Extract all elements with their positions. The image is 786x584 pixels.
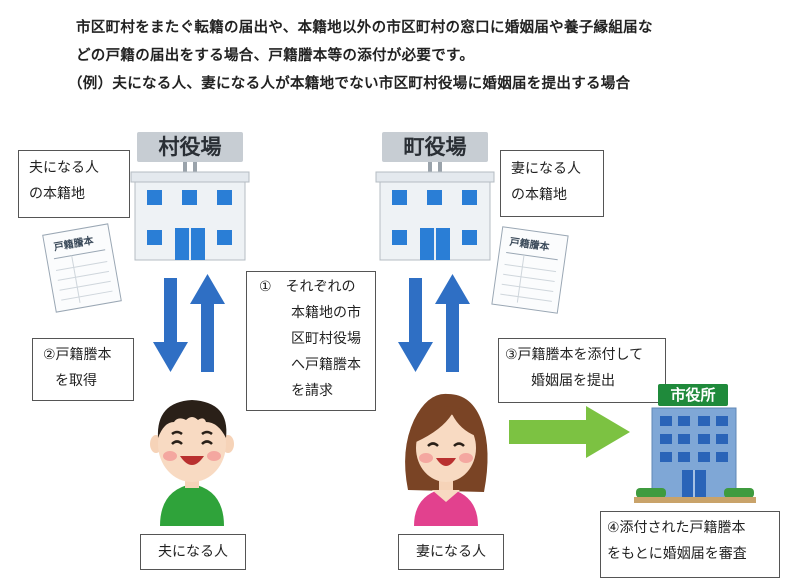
husband-arrows [153,274,225,372]
step4-line1: ④添付された戸籍謄本 [607,520,746,536]
husband-domicile-line2: の本籍地 [29,186,85,202]
wife-label-box: 妻になる人 [398,534,504,570]
step2-line1: ②戸籍謄本 [43,347,112,363]
town-office-sign: 町役場 [382,132,488,162]
step3-line2: 婚姻届を提出 [531,373,615,389]
wife-domicile-line1: 妻になる人 [511,161,581,177]
village-office-icon [130,162,250,261]
village-office-sign: 村役場 [137,132,243,162]
wife-arrows [398,274,470,372]
step3-box: ③戸籍謄本を添付して 婚姻届を提出 [498,338,666,403]
arrow-up-icon [190,274,225,372]
step2-line2: を取得 [55,373,97,389]
example-line: （例）夫になる人、妻になる人が本籍地でない市区町村役場に婚姻届を提出する場合 [68,76,631,92]
village-office-building: 村役場 [127,132,253,262]
step3-line1: ③戸籍謄本を添付して [505,347,644,363]
arrow-right-icon [509,406,630,458]
wife-figure [405,393,488,526]
town-office-building: 町役場 [372,132,498,262]
husband-domicile-box: 夫になる人 の本籍地 [18,150,130,218]
city-office-building: 市役所 [634,384,756,506]
step1-line3: 区町村役場 [291,331,361,347]
koseki-document-left: 戸籍謄本 [42,223,123,314]
step1-line4: へ戸籍謄本 [291,357,361,373]
arrow-up-icon [435,274,470,372]
step1-line5: を請求 [291,383,333,399]
city-office-icon [634,407,756,503]
intro-line-1: 市区町村をまたぐ転籍の届出や、本籍地以外の市区町村の窓口に婚姻届や養子縁組届な [76,20,653,36]
town-office-icon [375,162,495,261]
arrow-down-icon [398,278,433,372]
husband-label-box: 夫になる人 [140,534,246,570]
wife-domicile-line2: の本籍地 [511,187,567,203]
step2-box: ②戸籍謄本 を取得 [32,338,134,401]
koseki-document-right: 戸籍謄本 [491,226,569,315]
husband-figure [150,400,234,526]
husband-label: 夫になる人 [158,544,228,560]
step1-box: ① それぞれの 本籍地の市 区町村役場 へ戸籍謄本 を請求 [246,271,376,411]
husband-domicile-line1: 夫になる人 [29,160,99,176]
step4-line2: をもとに婚姻届を審査 [607,546,747,562]
step1-line2: 本籍地の市 [291,305,361,321]
arrow-down-icon [153,278,188,372]
step1-line1: ① それぞれの [259,279,356,295]
intro-line-2: どの戸籍の届出をする場合、戸籍謄本等の添付が必要です。 [76,48,475,64]
intro-text: 市区町村をまたぐ転籍の届出や、本籍地以外の市区町村の窓口に婚姻届や養子縁組届な … [68,14,776,98]
wife-label: 妻になる人 [416,544,486,560]
wife-domicile-box: 妻になる人 の本籍地 [500,150,604,217]
step4-box: ④添付された戸籍謄本 をもとに婚姻届を審査 [600,511,780,578]
city-office-sign: 市役所 [658,384,728,406]
